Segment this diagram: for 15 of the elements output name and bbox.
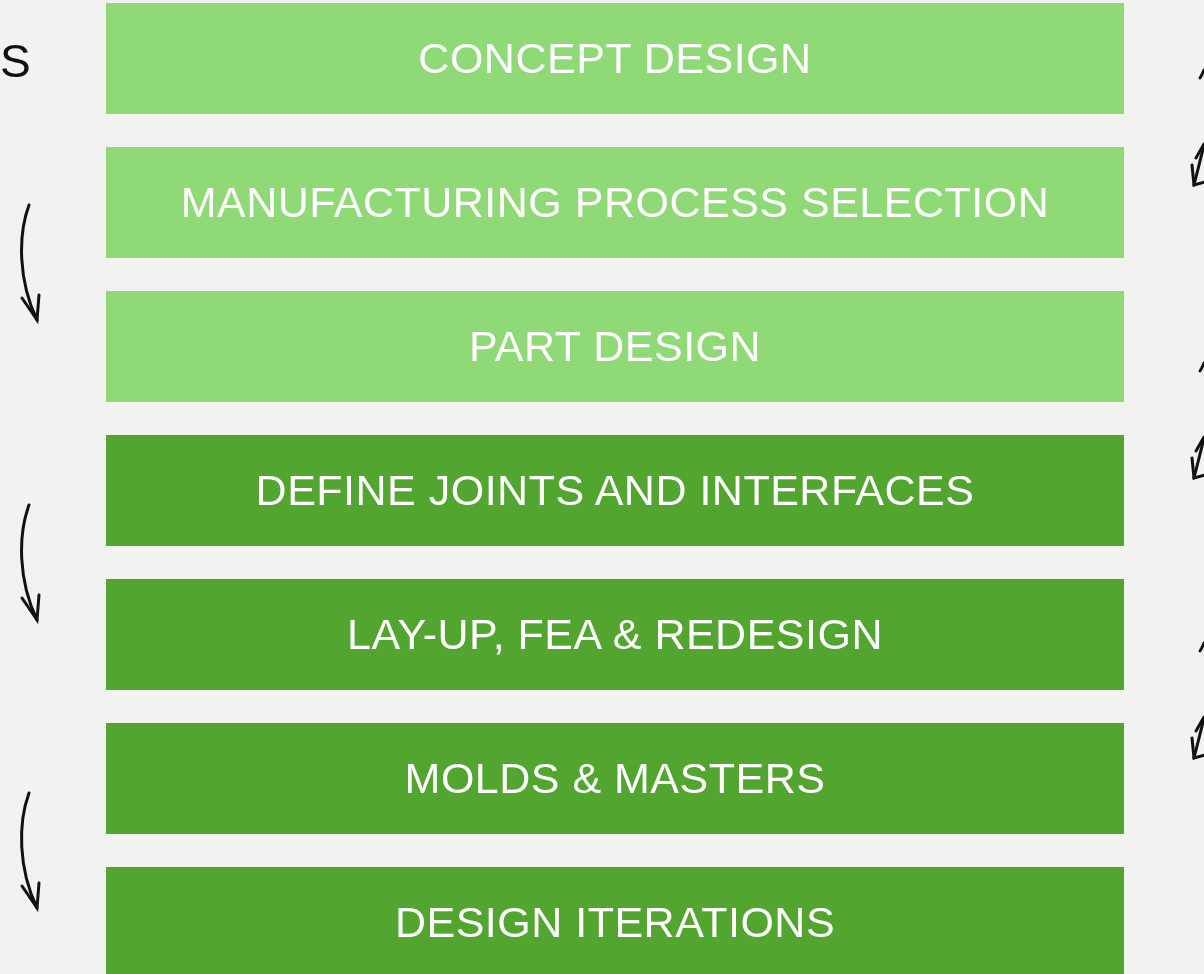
process-bar bbox=[106, 291, 1124, 402]
process-bar bbox=[106, 723, 1124, 834]
step-label: DESIGN ITERATIONS bbox=[394, 898, 836, 947]
process-bar bbox=[106, 579, 1124, 690]
step-label: CONCEPT DESIGN bbox=[418, 34, 812, 83]
process-bar bbox=[106, 147, 1124, 258]
step-label: DEFINE JOINTS AND INTERFACES bbox=[255, 466, 975, 515]
step-label: LAY-UP, FEA & REDESIGN bbox=[347, 610, 883, 659]
step-label: MANUFACTURING PROCESS SELECTION bbox=[180, 178, 1050, 227]
process-bar bbox=[106, 867, 1124, 974]
step-label: PART DESIGN bbox=[468, 322, 762, 371]
process-bar bbox=[106, 3, 1124, 114]
step-label: MOLDS & MASTERS bbox=[404, 754, 826, 803]
text-fragment: S bbox=[0, 38, 31, 84]
process-bar bbox=[106, 435, 1124, 546]
